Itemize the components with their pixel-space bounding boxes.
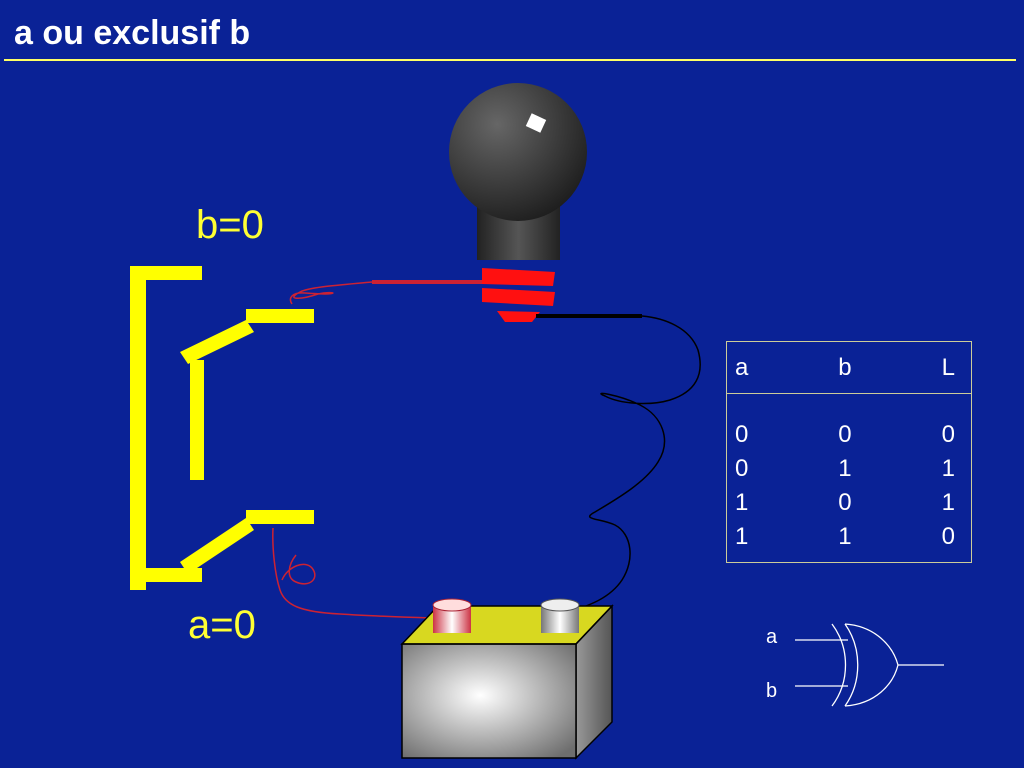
table-row: 0 0 0 xyxy=(727,418,971,452)
battery xyxy=(400,598,614,760)
battery-positive-terminal xyxy=(432,598,472,633)
table-cell: 0 xyxy=(941,523,955,550)
table-cell: 0 xyxy=(941,421,955,448)
header-cell-l: L xyxy=(941,353,955,381)
gate-input-a-label: a xyxy=(766,626,778,648)
header-cell-a: a xyxy=(735,353,749,381)
gate-input-b-label: b xyxy=(766,680,778,702)
table-row: 1 0 1 xyxy=(727,486,971,520)
table-cell: 1 xyxy=(735,523,749,550)
switch-b xyxy=(180,309,314,480)
truth-table: a b L 0 0 0 0 1 1 1 0 1 1 1 0 xyxy=(726,341,972,563)
header-cell-b: b xyxy=(838,353,852,381)
switch-frame xyxy=(130,266,202,590)
switch-a-state-label: a=0 xyxy=(188,603,256,647)
table-cell: 0 xyxy=(838,421,852,448)
table-cell: 1 xyxy=(838,455,852,482)
table-cell: 1 xyxy=(941,455,955,482)
switch-b-state-label: b=0 xyxy=(196,203,264,247)
wires xyxy=(272,280,701,619)
slide-title: a ou exclusif b xyxy=(14,14,251,52)
xor-gate-symbol xyxy=(795,623,944,707)
table-row: 1 1 0 xyxy=(727,520,971,554)
battery-negative-terminal xyxy=(540,598,580,633)
table-cell: 1 xyxy=(941,489,955,516)
title-divider xyxy=(4,59,1016,61)
table-cell: 0 xyxy=(838,489,852,516)
table-cell: 1 xyxy=(838,523,852,550)
table-cell: 0 xyxy=(735,421,749,448)
table-row: 0 1 1 xyxy=(727,452,971,486)
switch-a xyxy=(180,510,314,574)
truth-table-header: a b L xyxy=(727,342,971,394)
table-cell: 0 xyxy=(735,455,749,482)
light-bulb xyxy=(449,83,587,322)
table-cell: 1 xyxy=(735,489,749,516)
